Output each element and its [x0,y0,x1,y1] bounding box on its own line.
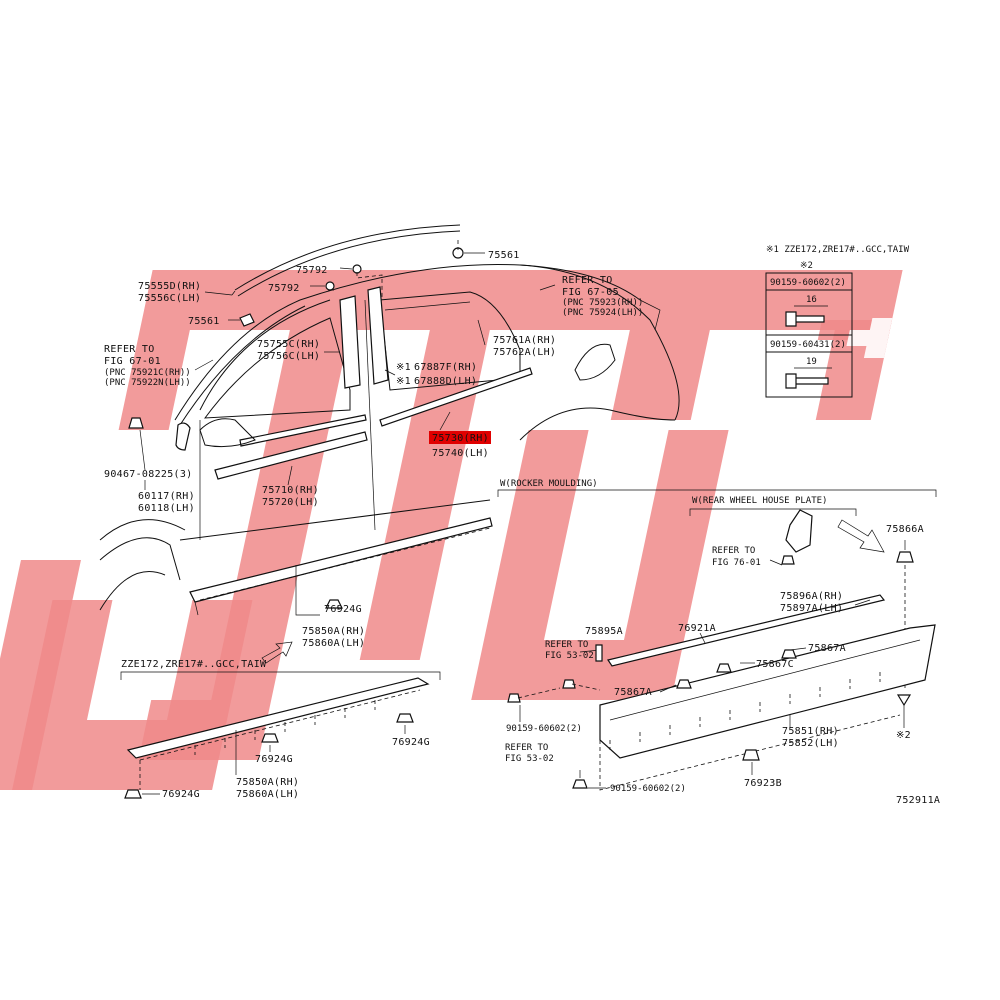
label-60118: 60118(LH) [138,503,195,514]
label-75895a: 75895A [585,626,623,637]
ref-53-02-b-line2: FIG 53-02 [505,754,554,764]
ref-67-01-line3: (PNC 75921C(RH)) [104,368,191,378]
wheel-house-title: W(REAR WHEEL HOUSE PLATE) [692,496,827,506]
label-75740: 75740(LH) [432,448,489,459]
label-75860a-a: 75860A(LH) [302,638,365,649]
label-75860a-b: 75860A(LH) [236,789,299,800]
ref-67-05-line3: (PNC 75923(RH)) [562,298,643,308]
ref-67-05-line2: FIG 67-05 [562,287,619,298]
label-75561-left: 75561 [188,316,220,327]
label-75851: 75851(RH) [782,726,839,737]
legend-note: ※1 ZZE172,ZRE17#..GCC,TAIW [766,245,910,255]
direction-arrows [261,519,885,664]
ref-53-02-a-line2: FIG 53-02 [545,651,594,661]
highlight-box-75730 [429,431,491,444]
label-75556c: 75556C(LH) [138,293,201,304]
label-67888d: 67888D(LH) [414,376,477,387]
mirror-garnish [175,422,191,451]
b-pillar-garnish-rear [367,286,389,385]
label-75867a-2: 75867A [808,643,846,654]
label-75792-a: 75792 [296,265,328,276]
star2-marker: ※2 [896,730,911,741]
ref-fig-67-05: REFER TO FIG 67-05 (PNC 75923(RH)) (PNC … [562,275,643,318]
fastener-legend: ※1 ZZE172,ZRE17#..GCC,TAIW ※2 90159-6060… [765,245,910,398]
label-75867c: 75867C [756,659,794,670]
label-76924g-c: 76924G [255,754,293,765]
label-75555d: 75555D(RH) [138,281,201,292]
label-75762a: 75762A(LH) [493,347,556,358]
label-75710: 75710(RH) [262,485,319,496]
moulding-strip-76921a [607,594,886,667]
label-76921a: 76921A [678,623,716,634]
label-75866a: 75866A [886,524,924,535]
label-76924g-b: 76924G [162,789,200,800]
rocker-title: W(ROCKER MOULDING) [500,479,598,489]
label-75867a-1: 75867A [614,687,652,698]
bolt-19-icon [785,373,829,389]
label-75756c: 75756C(LH) [257,351,320,362]
label-75897a: 75897A(LH) [780,603,843,614]
label-75761a: 75761A(RH) [493,335,556,346]
door-body-moulding [214,431,368,480]
ref-67-05-line1: REFER TO [562,275,613,286]
diagram-id: 752911A [896,795,940,806]
side-mirror-outline [199,418,256,448]
ref-67-01-line2: FIG 67-01 [104,356,161,367]
label-76924g-d: 76924G [392,737,430,748]
top-labels: 75561 75792 75792 75555D(RH) 75556C(LH) … [104,250,556,649]
rear-belt-moulding [379,367,533,427]
legend-row2-size: 19 [806,357,817,367]
ref-53-02-a-line1: REFER TO [545,640,588,650]
label-75896a: 75896A(RH) [780,591,843,602]
legend-row1-part: 90159-60602(2) [770,278,846,288]
ref-76-01-line1: REFER TO [712,546,755,556]
car-body-outline [99,224,680,616]
bolt-16-icon [785,311,825,327]
legend-star2: ※2 [800,261,813,271]
label-76923b: 76923B [744,778,782,789]
label-75755c: 75755C(RH) [257,339,320,350]
ref-67-01-line1: REFER TO [104,344,155,355]
star1-marker-b: ※1 [396,376,411,387]
ref-67-01-line4: (PNC 75922N(LH)) [104,378,191,388]
rocker-moulding-variant [126,677,430,759]
side-rocker-moulding [189,517,493,603]
label-75720: 75720(LH) [262,497,319,508]
b-pillar-garnish-front [339,295,361,389]
label-75561-top: 75561 [488,250,520,261]
rocker-moulding-section: W(ROCKER MOULDING) W(REAR WHEEL HOUSE PL… [497,479,940,806]
legend-row2-part: 90159-60431(2) [770,340,846,350]
watermark-logo [0,270,903,790]
label-75850a-a: 75850A(RH) [302,626,365,637]
variant-title: ZZE172,ZRE17#..GCC,TAIW [121,659,267,670]
label-75792-b: 75792 [268,283,300,294]
label-75730-highlighted[interactable]: 75730(RH) [432,433,489,444]
label-67887f: 67887F(RH) [414,362,477,373]
label-90159-b: 90159-60602(2) [610,784,686,794]
label-60117: 60117(RH) [138,491,195,502]
label-75850a-b: 75850A(RH) [236,777,299,788]
bottom-left-variant: ZZE172,ZRE17#..GCC,TAIW 76924G 76924G 76… [120,659,441,800]
label-90159-a: 90159-60602(2) [506,724,582,734]
wheel-house-plate [785,509,813,553]
star1-marker-a: ※1 [396,362,411,373]
ref-fig-67-01: REFER TO FIG 67-01 (PNC 75921C(RH)) (PNC… [104,344,191,388]
fasteners-top [128,247,464,609]
legend-row1-size: 16 [806,295,817,305]
label-75852: 75852(LH) [782,738,839,749]
leader-lines-top [139,240,556,616]
ref-67-05-line4: (PNC 75924(LH)) [562,308,643,318]
label-90467: 90467-08225(3) [104,469,193,480]
ref-53-02-b-line1: REFER TO [505,743,548,753]
label-76924g-a: 76924G [324,604,362,615]
ref-76-01-line2: FIG 76-01 [712,558,761,568]
